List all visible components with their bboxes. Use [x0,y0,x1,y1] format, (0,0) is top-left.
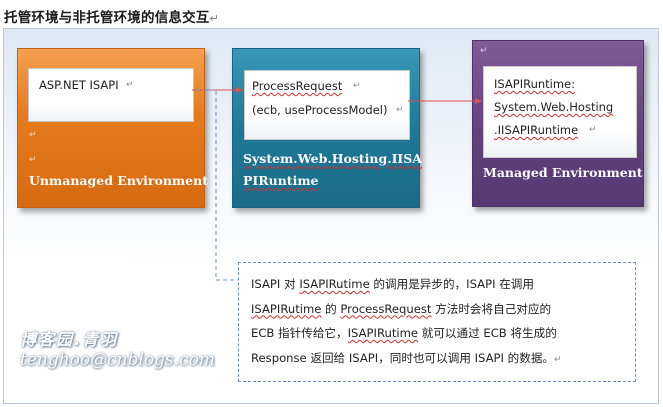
process-request-line-1: ProcessRequest [252,79,343,93]
aspnet-isapi-label: ASP.NET ISAPI [39,78,119,92]
diagram-title-text: 托管环境与非托管环境的信息交互 [4,10,210,26]
isapiruntime-node: ISAPIRuntime: System.Web.Hosting .IISAPI… [483,66,637,158]
paragraph-mark: ↵ [589,125,597,135]
callout-line-4: Response 返回给 ISAPI，同时也可以调用 ISAPI 的数据。↵ [251,350,562,365]
paragraph-mark: ↵ [29,155,37,165]
paragraph-mark: ↵ [209,12,219,25]
watermark-blog-name: 博客园.青羽 [20,330,119,349]
paragraph-mark: ↵ [29,130,37,140]
callout-note: ISAPI 对 ISAPIRutime 的调用是异步的，ISAPI 在调用 IS… [238,262,636,382]
unmanaged-environment-label: Unmanaged Environment [29,173,208,188]
aspnet-isapi-node: ASP.NET ISAPI ↵ [28,68,194,122]
watermark-email: tenghoo@cnblogs.com [20,350,216,370]
paragraph-mark: ↵ [126,80,134,90]
callout-text: ISAPI 对 ISAPIRutime 的调用是异步的，ISAPI 在调用 IS… [251,272,626,372]
callout-line-1: ISAPI 对 ISAPIRutime 的调用是异步的，ISAPI 在调用 [251,277,534,291]
managed-environment-label: Managed Environment [483,165,643,180]
paragraph-mark: ↵ [353,81,361,91]
iisapiruntime-label-line-2: PIRuntime [243,173,319,188]
diagram-title: 托管环境与非托管环境的信息交互↵ [4,6,219,26]
callout-line-2: ISAPIRutime 的 ProcessRequest 方法时会将自己对应的 [251,301,552,316]
isapiruntime-line-3: .IISAPIRuntime [494,123,579,137]
iisapiruntime-label-line-1: System.Web.Hosting.IISA [243,151,423,166]
callout-line-3: ECB 指针传给它，ISAPIRutime 就可以通过 ECB 将生成的 [251,326,557,340]
process-request-line-2: (ecb, useProcessModel) [252,103,388,117]
isapiruntime-line-2: System.Web.Hosting [494,100,614,114]
paragraph-mark: ↵ [480,46,488,56]
process-request-node: ProcessRequest ↵ (ecb, useProcessModel) … [244,70,410,140]
isapiruntime-line-1: ISAPIRuntime: [494,77,576,91]
paragraph-mark: ↵ [396,105,404,115]
